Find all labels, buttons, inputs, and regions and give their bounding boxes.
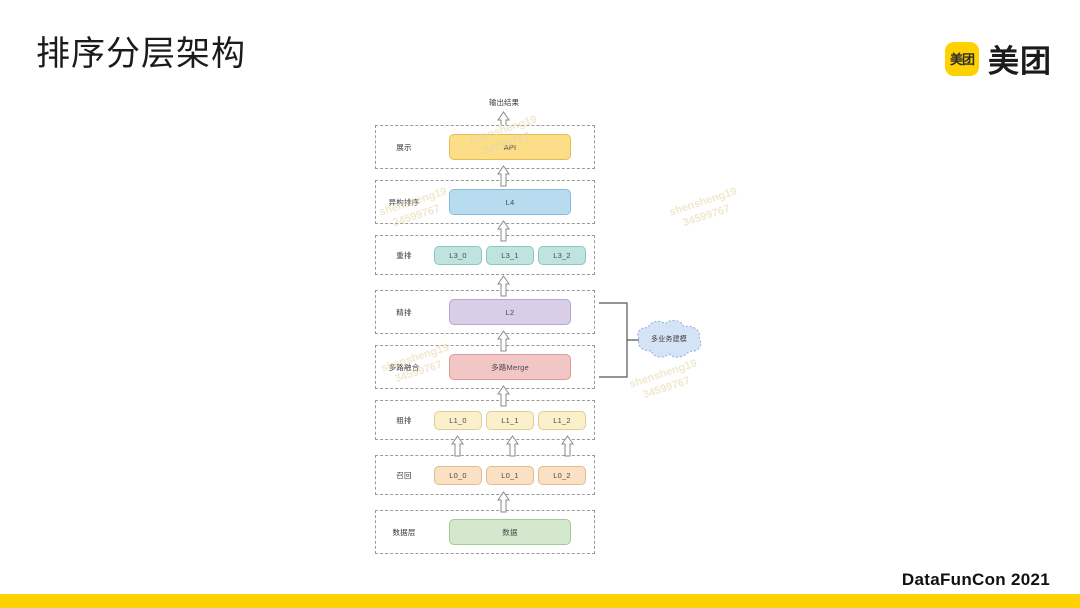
node-L1_1[interactable]: L1_1 [486,410,534,430]
layer-label: 粗排 [396,415,412,425]
brand-logo: 美团 美团 [945,36,1052,81]
footer-accent-bar [0,594,1080,608]
arrow-up-l2-to-l3 [497,275,510,297]
layer-label: 召回 [396,470,412,480]
node-多路Merge[interactable]: 多路Merge [449,354,571,380]
layer-row-精排: 精排 L2 [375,290,595,334]
layer-row-数据层: 数据层 数据 [375,510,595,554]
node-L3_0[interactable]: L3_0 [434,245,482,265]
arrow-up-l0-1-to-l1-1 [506,435,519,457]
arrow-up-l1-to-merge [497,385,510,407]
node-API[interactable]: API [449,134,571,160]
output-result-label: 输出结果 [489,98,519,107]
layer-row-异构排序: 异构排序 L4 [375,180,595,224]
layer-label: 重排 [396,250,412,260]
layer-node-group: L2 [432,299,594,325]
arrow-up-l4-to-api [497,165,510,187]
node-数据[interactable]: 数据 [449,519,571,545]
node-L2[interactable]: L2 [449,299,571,325]
node-L0_0[interactable]: L0_0 [434,465,482,485]
multi-business-modeling-cloud: 多业务建模 [633,317,705,361]
layer-row-展示: 展示 API [375,125,595,169]
layer-node-group: 多路Merge [432,354,594,380]
arrow-up-data-to-l0 [497,491,510,513]
footer-text: DataFunCon 2021 [901,570,1050,589]
arrow-up-merge-to-l2 [497,330,510,352]
layer-label: 多路融合 [388,362,420,372]
meituan-mark-icon: 美团 [945,41,979,76]
page-title: 排序分层架构 [36,35,246,73]
node-L0_1[interactable]: L0_1 [486,465,534,485]
node-L1_2[interactable]: L1_2 [538,410,586,430]
brand-name: 美团 [988,44,1052,79]
arrow-up-l3-to-l4 [497,220,510,242]
layer-label: 精排 [396,307,412,317]
node-L0_2[interactable]: L0_2 [538,465,586,485]
node-L4[interactable]: L4 [449,189,571,215]
node-L3_2[interactable]: L3_2 [538,245,586,265]
layer-label: 异构排序 [388,197,420,207]
layer-label: 展示 [396,142,412,152]
layer-row-多路融合: 多路融合 多路Merge [375,345,595,389]
layer-label: 数据层 [392,527,416,537]
arrow-up-l0-0-to-l1-0 [451,435,464,457]
layer-node-group: 数据 [432,519,594,545]
arrow-up-l0-2-to-l1-2 [561,435,574,457]
layer-node-group: L4 [432,189,594,215]
node-L3_1[interactable]: L3_1 [486,245,534,265]
layer-node-group: API [432,134,594,160]
node-L1_0[interactable]: L1_0 [434,410,482,430]
